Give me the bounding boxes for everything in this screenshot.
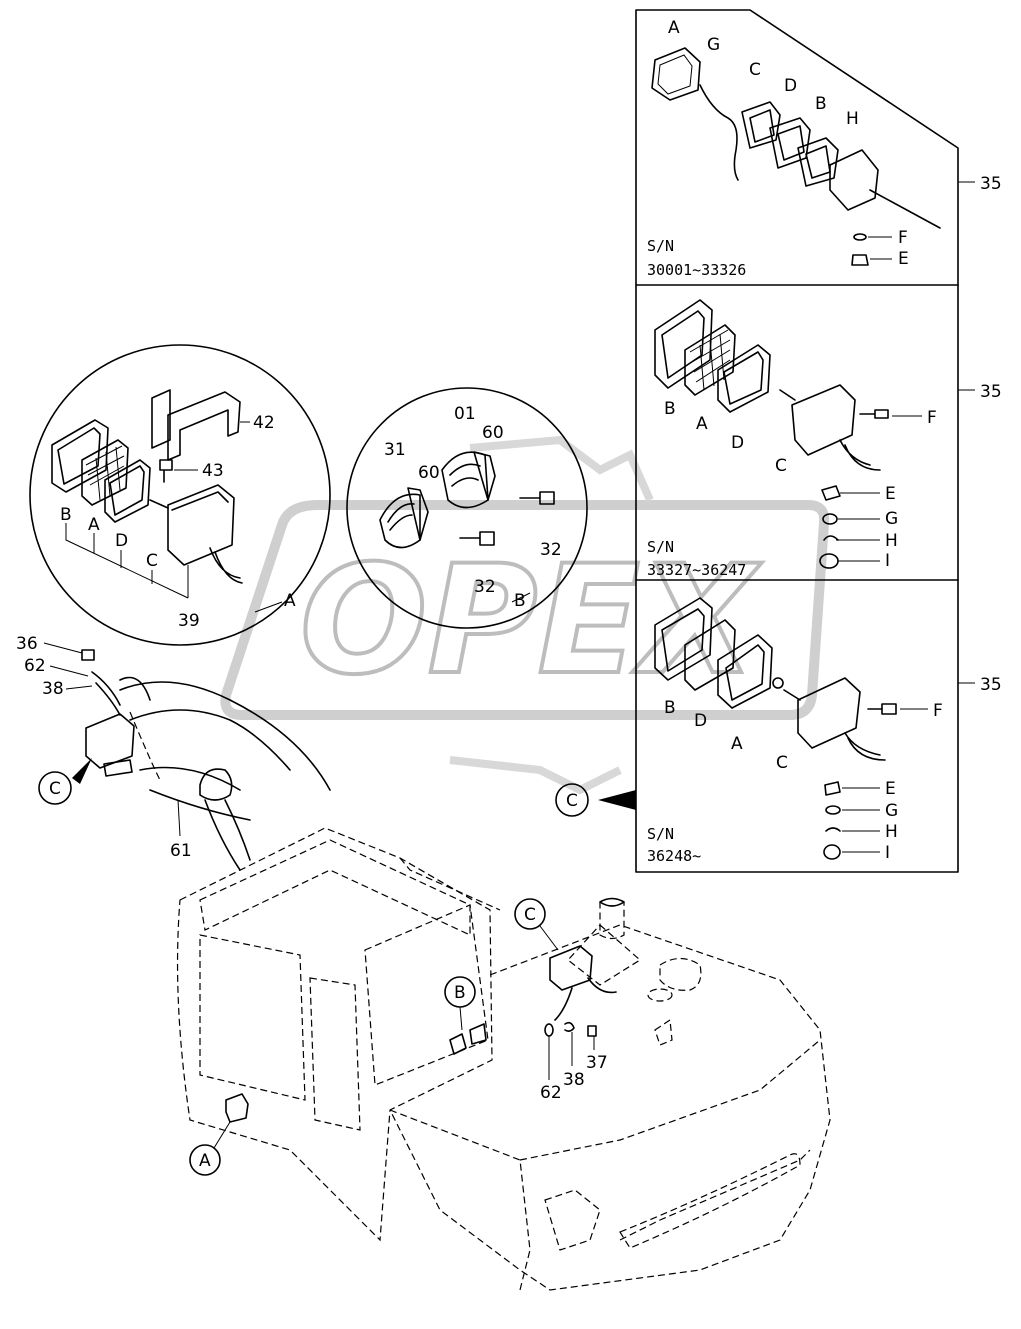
panel1-letter-g: G (707, 35, 720, 55)
panel2-parts (654, 299, 889, 569)
panel2-letter-b: B (664, 399, 676, 419)
detail-a-ref-43: 43 (202, 461, 224, 481)
panel3-serial-range: 36248~ (647, 847, 701, 865)
detail-a-letter-a: A (88, 515, 100, 535)
arrow-c-center (598, 790, 636, 810)
marker-c-boom (38, 771, 72, 805)
marker-c-center-text: C (566, 791, 578, 811)
callout-61: 61 (170, 841, 192, 861)
panel1-letter-f: F (898, 228, 908, 248)
marker-c-center (555, 783, 589, 817)
panel3-letter-f: F (933, 701, 943, 721)
boom-lamp (81, 649, 331, 871)
marker-a-cab (189, 1144, 221, 1176)
panel3-ref: 35 (980, 675, 1002, 695)
serial-panels (635, 9, 975, 873)
panel1-letter-a: A (668, 18, 680, 38)
panel3-parts (654, 597, 897, 860)
detail-b-circle (346, 387, 588, 629)
callout-36: 36 (16, 634, 38, 654)
panel2-serial-range: 33327~36247 (647, 561, 746, 579)
panel2-letter-c: C (775, 456, 787, 476)
marker-b-cab-text: B (454, 983, 466, 1003)
arrow-c-boom (72, 758, 92, 784)
panel1-serial-range: 30001~33326 (647, 261, 746, 279)
marker-c-cab (514, 898, 546, 930)
panel2-serial-label: S/N (647, 538, 674, 556)
detail-b-parts (379, 451, 555, 549)
detail-a-letter-b: B (60, 505, 72, 525)
detail-a-letter: A (284, 591, 296, 611)
panel2-letter-g: G (885, 509, 898, 529)
detail-b-ref-60-right: 60 (482, 423, 504, 443)
detail-b-ref-32-right: 32 (540, 540, 562, 560)
panel1-letter-d: D (784, 76, 797, 96)
panel2-letter-a: A (696, 414, 708, 434)
panel1-serial-label: S/N (647, 237, 674, 255)
detail-a-parts (51, 389, 243, 584)
panel1-parts (651, 47, 941, 266)
detail-b-ref-31: 31 (384, 440, 406, 460)
callout-37: 37 (586, 1053, 608, 1073)
detail-b-letter: B (514, 591, 526, 611)
panel1-letter-c: C (749, 60, 761, 80)
panel3-letter-h: H (885, 822, 898, 842)
detail-b-ref-01: 01 (454, 404, 476, 424)
callout-38-boom: 38 (42, 679, 64, 699)
panel2-letter-h: H (885, 531, 898, 551)
marker-c-cab-text: C (524, 905, 536, 925)
panel3-letter-g: G (885, 801, 898, 821)
panel1-letter-e: E (898, 249, 909, 269)
panel3-letter-e: E (885, 779, 896, 799)
excavator-body (176, 827, 831, 1291)
cab-lamp (544, 945, 617, 1037)
detail-a-letter-c: C (146, 551, 158, 571)
callout-62-cab: 62 (540, 1083, 562, 1103)
panel3-letter-c: C (776, 753, 788, 773)
panel3-letter-b: B (664, 698, 676, 718)
cab-horns (449, 1023, 487, 1055)
panel2-letter-i: I (885, 551, 890, 571)
callout-62-boom: 62 (24, 656, 46, 676)
panel2-letter-f: F (927, 408, 937, 428)
panel2-letter-e: E (885, 484, 896, 504)
panel2-letter-d: D (731, 433, 744, 453)
detail-b-ref-32-left: 32 (474, 577, 496, 597)
callout-38-cab: 38 (563, 1070, 585, 1090)
panel3-letter-a: A (731, 734, 743, 754)
panel1-letter-h: H (846, 109, 859, 129)
detail-b-ref-60-left: 60 (418, 463, 440, 483)
panel2-ref: 35 (980, 382, 1002, 402)
panel1-ref: 35 (980, 174, 1002, 194)
panel3-letter-i: I (885, 843, 890, 863)
detail-a-circle (29, 344, 331, 646)
detail-a-letter-d: D (115, 531, 128, 551)
detail-a-ref-39: 39 (178, 611, 200, 631)
marker-c-boom-text: C (49, 779, 61, 799)
panel1-letter-b: B (815, 94, 827, 114)
detail-a-ref-42: 42 (253, 413, 275, 433)
panel3-serial-label: S/N (647, 825, 674, 843)
panel3-letter-d: D (694, 711, 707, 731)
cab-work-lamp (225, 1093, 249, 1123)
marker-a-cab-text: A (199, 1151, 211, 1171)
